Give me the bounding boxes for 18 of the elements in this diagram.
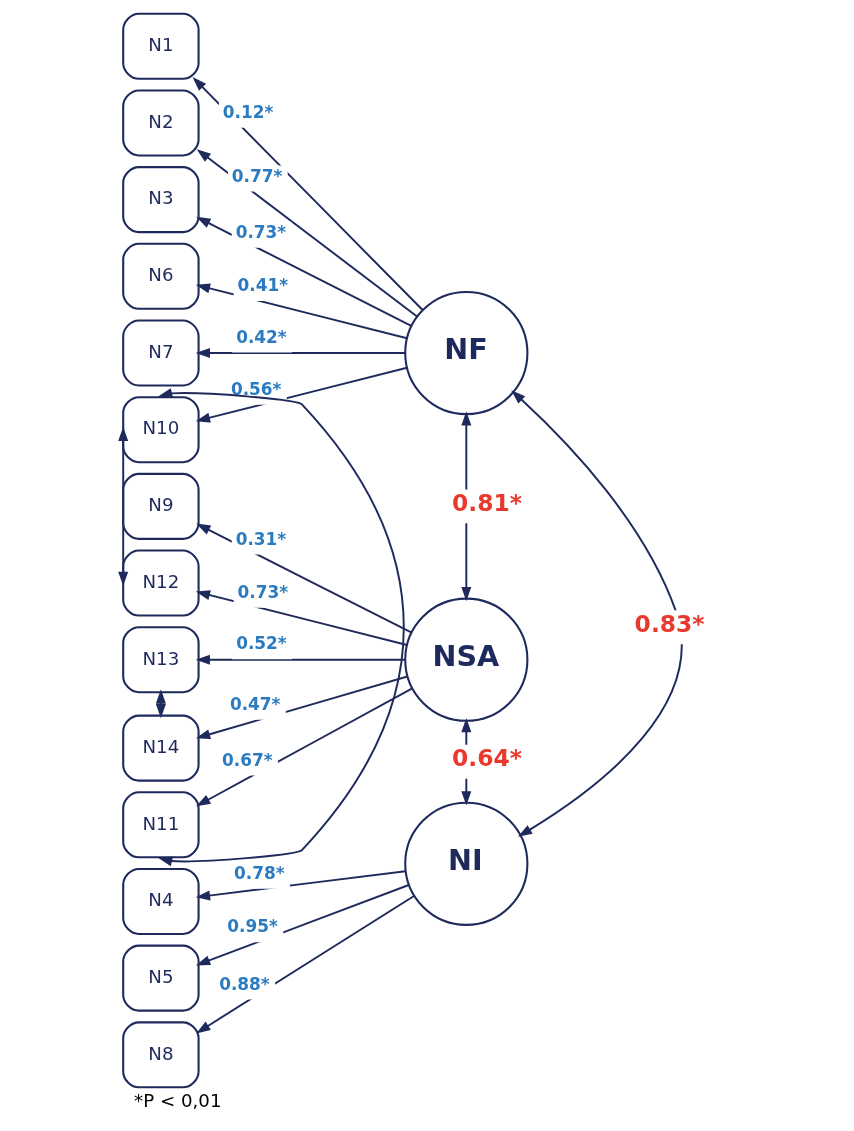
edge-label: 0.31* <box>235 528 287 549</box>
edge-label: 0.56* <box>230 378 282 399</box>
edge-label: 0.78* <box>234 862 285 883</box>
edge-label: 0.73* <box>235 221 287 242</box>
edge-label: 0.42* <box>236 326 287 347</box>
edge-label: 0.73* <box>237 581 289 602</box>
edge-label: 0.41* <box>237 275 289 296</box>
edge-label: 0.95* <box>227 916 278 937</box>
edge-label: 0.47* <box>229 693 281 714</box>
edge-label: 0.88* <box>219 973 270 994</box>
edge-label: 0.52* <box>236 633 287 654</box>
edge-label: 0.83* <box>634 609 705 638</box>
edge-label: 0.12* <box>222 101 274 122</box>
edge-label: 0.64* <box>452 744 522 773</box>
edge-label: 0.67* <box>222 749 273 770</box>
edge-label: 0.81* <box>452 488 522 517</box>
edge-label: 0.77* <box>231 165 283 186</box>
caption: *P < 0,01 <box>134 1090 222 1112</box>
